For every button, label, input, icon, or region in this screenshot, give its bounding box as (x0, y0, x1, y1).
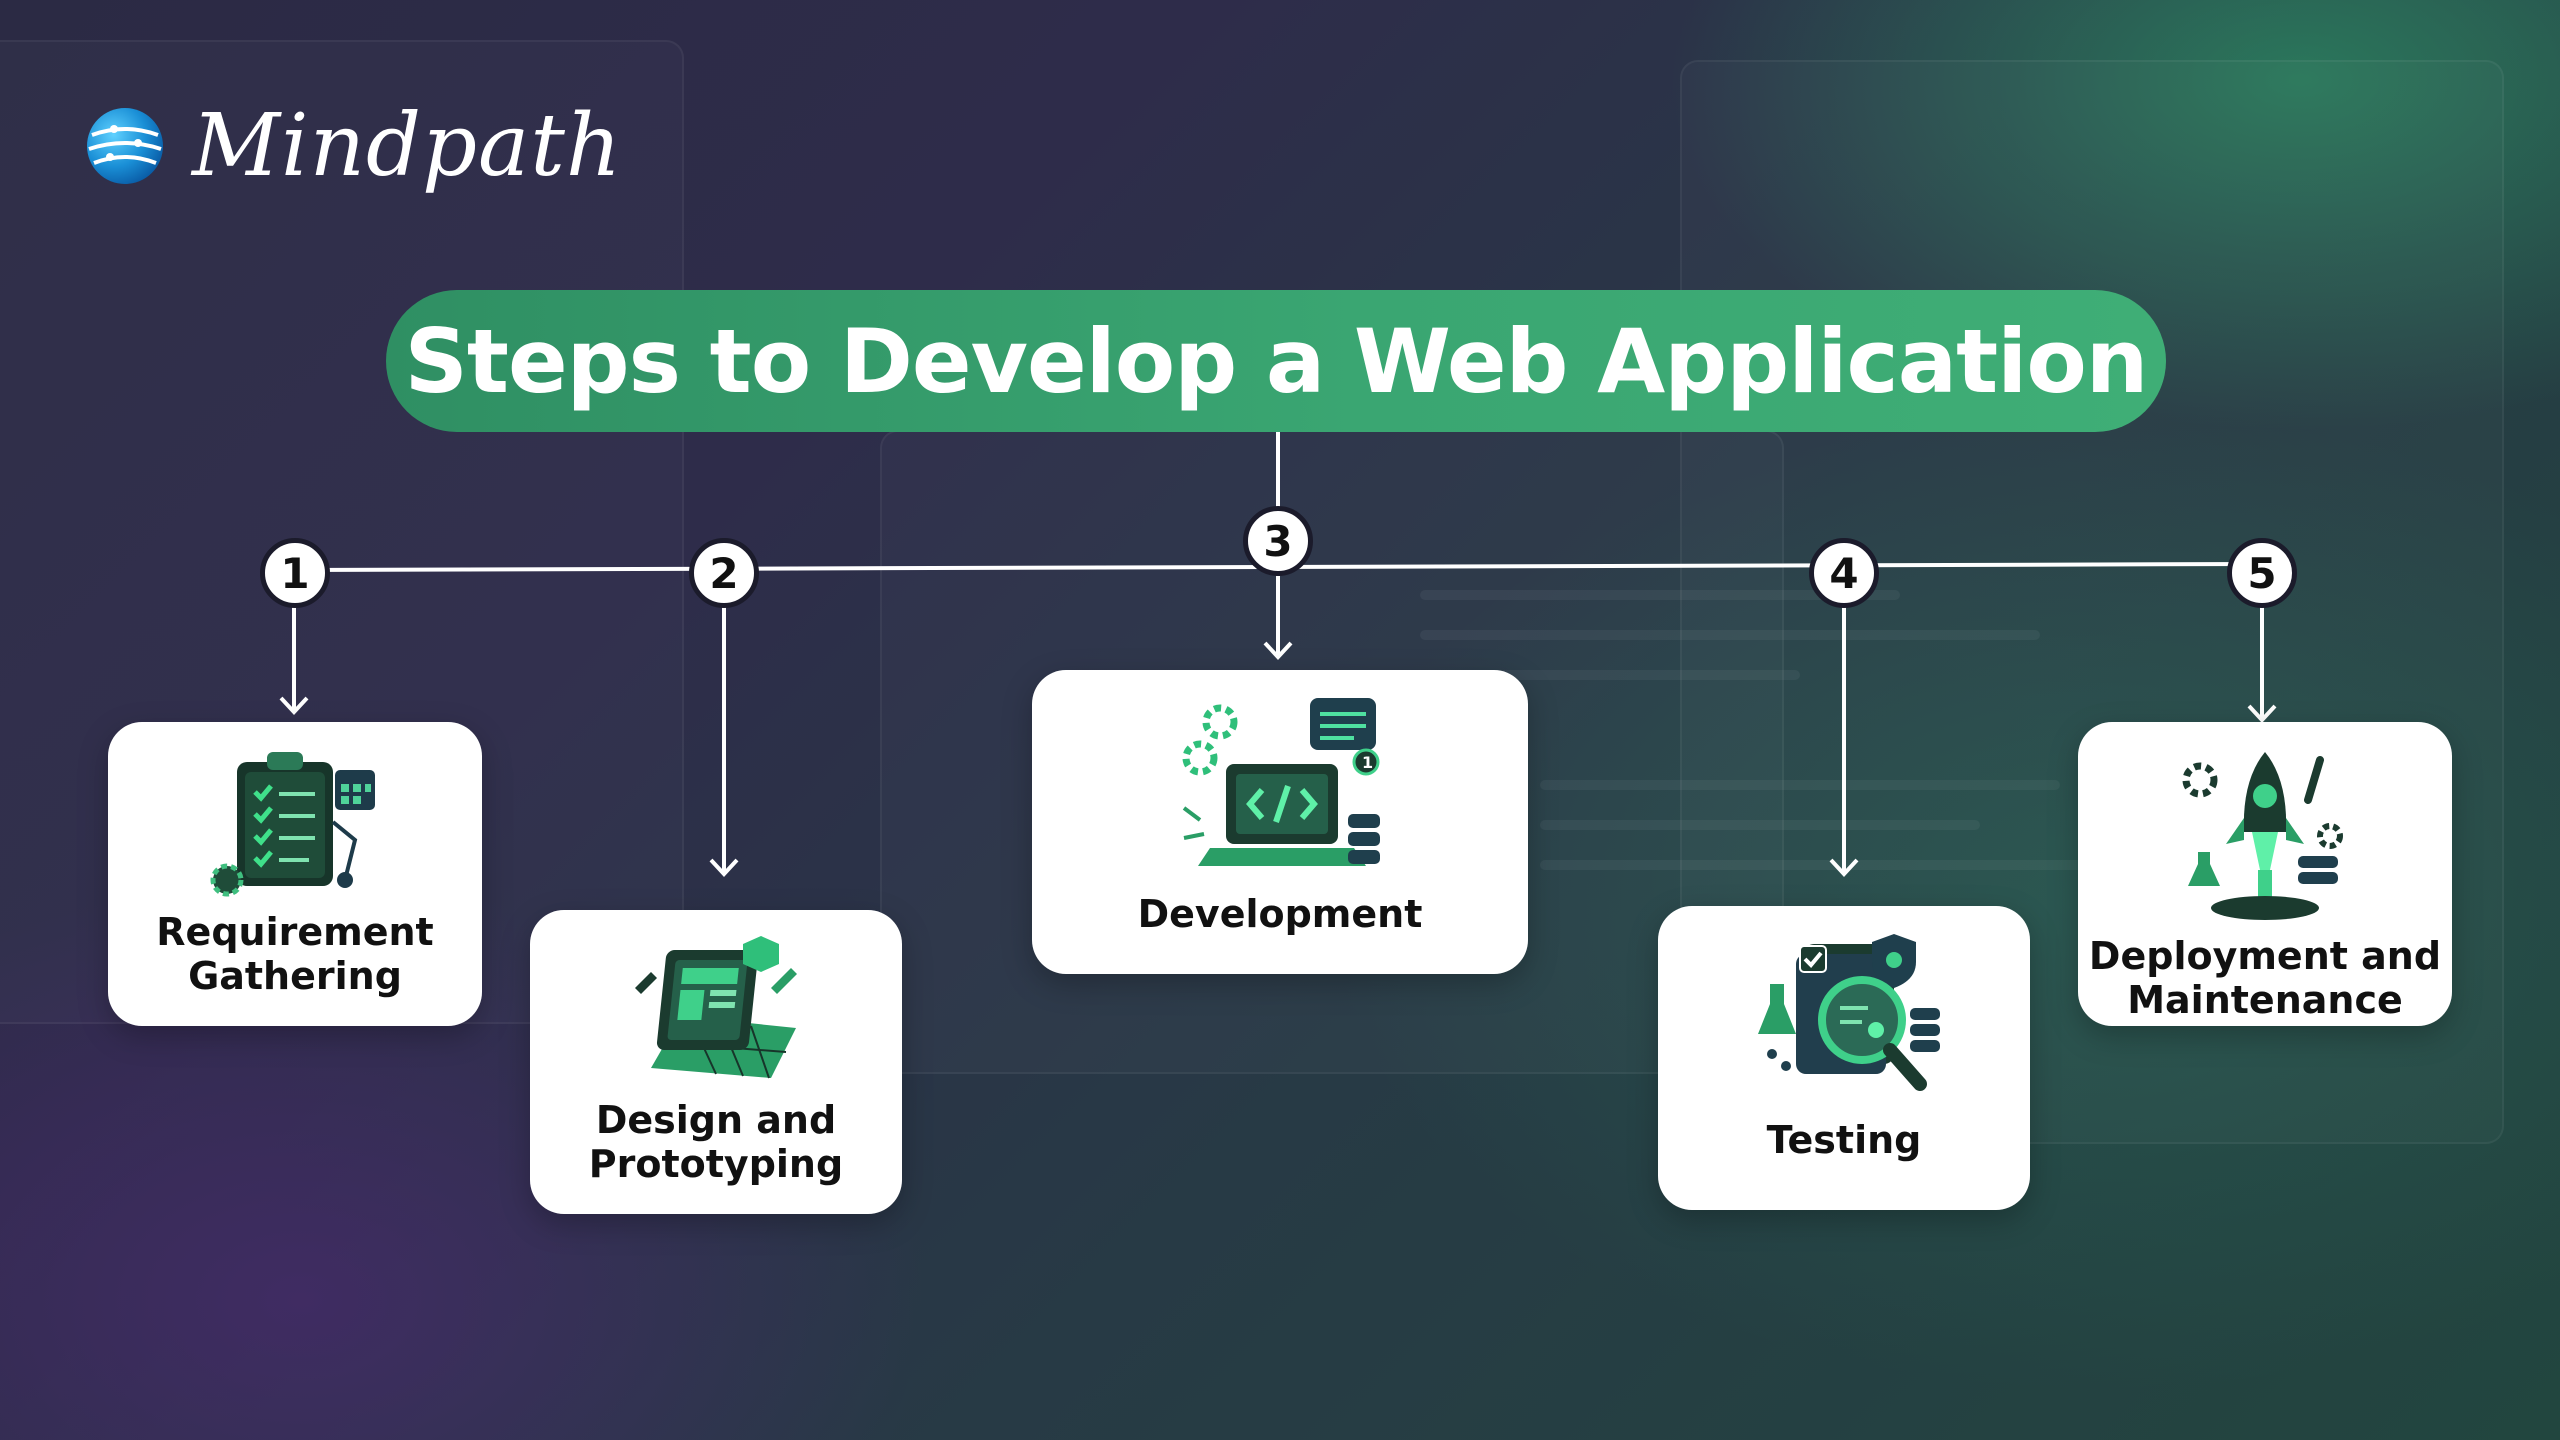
step-number-4: 4 (1809, 538, 1879, 608)
background-code-line (1540, 860, 2100, 870)
arrowhead-step-2 (709, 858, 739, 877)
page-title: Steps to Develop a Web Application (404, 309, 2149, 413)
brand-name: Mindpath (192, 96, 623, 196)
step-card-requirement-gathering: Requirement Gathering (108, 722, 482, 1026)
magnifier-bug-icon (1758, 934, 1940, 1091)
step-card-development: 1 Development (1032, 670, 1528, 974)
step-number-2: 2 (689, 538, 759, 608)
background-code-line (1420, 630, 2040, 640)
step-number-1: 1 (260, 538, 330, 608)
step-number-5: 5 (2227, 538, 2297, 608)
step-label: Deployment and Maintenance (2088, 934, 2442, 1022)
step-card-deployment-maintenance: Deployment and Maintenance (2078, 722, 2452, 1026)
globe-logo-icon (87, 108, 163, 184)
step-label: Testing (1766, 1118, 1922, 1162)
step-label: Development (1137, 892, 1423, 936)
clipboard-checklist-icon (210, 752, 375, 897)
design-tablet-icon (635, 936, 797, 1079)
title-banner: Steps to Develop a Web Application (386, 290, 2166, 432)
step-label: Requirement Gathering (156, 910, 434, 998)
background-code-line (1420, 590, 1900, 600)
background-code-line (1420, 670, 1800, 680)
rocket-icon (2182, 752, 2343, 920)
background-code-line (1540, 780, 2060, 790)
background-screen-right (1680, 60, 2504, 1144)
step-card-testing: Testing (1658, 906, 2030, 1210)
step-number-3: 3 (1243, 506, 1313, 576)
background-code-line (1540, 820, 1980, 830)
brand-logo: Mindpath (84, 96, 622, 196)
step-card-design-prototyping: Design and Prototyping (530, 910, 902, 1214)
step-label: Design and Prototyping (588, 1098, 844, 1186)
svg-text:1: 1 (1362, 753, 1373, 772)
laptop-code-icon: 1 (1182, 698, 1380, 866)
